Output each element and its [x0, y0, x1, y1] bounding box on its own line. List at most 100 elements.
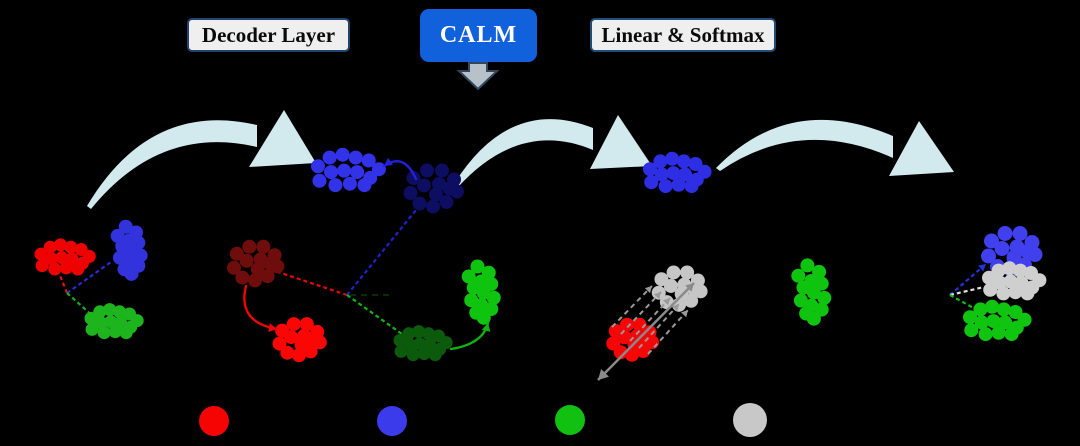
cluster-p1-green-dot [113, 305, 127, 319]
cluster-p2-bright-blue-dot [311, 159, 325, 174]
arrow-p2-green-move [449, 321, 491, 351]
cluster-p3-blue-dot [654, 167, 669, 182]
arrow-p2-red-move-curve [243, 284, 279, 331]
cluster-p4-gray-dot [982, 270, 996, 285]
cluster-p2-navy-dot [403, 186, 418, 200]
cluster-p2-maroon [227, 239, 285, 288]
cluster-p2-bright-green-dot [486, 290, 501, 305]
cluster-p2-dark-green-dot [406, 348, 420, 362]
cluster-p2-navy-dot [432, 177, 446, 191]
cluster-p2-bright-red-dot [286, 317, 301, 332]
cluster-p4-green-dot [986, 314, 1001, 329]
cluster-p3-green-dot [817, 290, 832, 305]
cluster-p3-green-dot [814, 276, 829, 291]
cluster-p3-gray-dot [651, 285, 666, 300]
cluster-p2-bright-blue-dot [335, 147, 350, 162]
cluster-p2-bright-red-dot [294, 337, 309, 352]
cluster-p4-blue-dot [994, 241, 1010, 256]
cluster-p3-green-dot [793, 293, 808, 308]
dashed-line-p4-to-gray [949, 285, 985, 297]
cluster-p3-blue-dot [653, 154, 668, 169]
cluster-p2-maroon-dot [256, 239, 271, 254]
cluster-p1-red-dot [55, 251, 69, 265]
cluster-p4-gray-dot [1003, 274, 1018, 289]
dashed-line-p4-to-blue-seg [949, 263, 987, 296]
cluster-p2-maroon-dot [248, 273, 262, 288]
cluster-p1-blue-dot [118, 219, 133, 234]
cluster-p2-navy-dot [417, 178, 431, 193]
cluster-p1-blue [110, 219, 148, 281]
arrow-p2-red-move [243, 284, 279, 332]
cluster-p2-bright-red [272, 317, 327, 363]
cluster-p3-blue-dot [676, 154, 691, 169]
cluster-p2-navy-dot [442, 181, 457, 196]
dashed-line-p2-to-navy [346, 198, 426, 296]
gray-direction-arrowhead-down-icon [598, 369, 609, 380]
cluster-p2-bright-blue-dot [348, 150, 363, 165]
cluster-p3-green [791, 258, 832, 326]
cluster-p4-gray-dot [1020, 286, 1035, 301]
cluster-p3-blue-dot [643, 162, 657, 177]
cluster-p2-bright-green-dot [461, 269, 476, 284]
flow-arrow-1 [87, 110, 316, 209]
cluster-p1-green-dot [108, 325, 122, 339]
cluster-p4-green-dot [998, 315, 1013, 330]
cluster-p3-blue-dot [665, 151, 680, 166]
legend-row [199, 403, 767, 437]
cluster-p1-green-dot [104, 315, 118, 329]
flow-arrow-1-head [249, 110, 316, 167]
cluster-p2-bright-red-dot [284, 330, 299, 345]
cluster-p3-blue-dot [684, 179, 699, 194]
flow-arrow-2 [454, 115, 652, 187]
cluster-p1-green-dot [93, 305, 107, 319]
cluster-p4-blue-dot [981, 248, 996, 264]
cluster-p1-red-dot [54, 238, 68, 252]
cluster-p2-bright-green [461, 259, 501, 325]
cluster-p4-blue-dot [984, 233, 999, 249]
decoder-layer-label: Decoder Layer [187, 18, 350, 52]
gray-direction-arrow-line [597, 282, 695, 381]
cluster-p2-bright-blue-dot [337, 163, 352, 178]
cluster-p2-bright-red-dot [306, 332, 321, 347]
cluster-p1-red-dot [35, 259, 49, 273]
cluster-p2-bright-blue-dot [371, 162, 386, 177]
cluster-p4-blue-dot [1020, 244, 1035, 259]
cluster-p2-dark-green-dot [417, 347, 431, 361]
cluster-p1-red-dot [44, 252, 58, 266]
cluster-p3-gray-dot [680, 265, 695, 280]
arrow-p2-blue-move [382, 157, 418, 181]
cluster-p3-blue-dot [671, 177, 686, 192]
flow-arrow-2-head [590, 115, 652, 169]
legend-dot-green [555, 405, 585, 435]
gray-dashed-arrow-2-head-icon [653, 292, 661, 300]
cluster-p1-red-dot [71, 262, 85, 276]
gray-dashed-arrow-2 [620, 291, 662, 335]
cluster-p2-maroon-dot [250, 262, 265, 277]
linear-softmax-label: Linear & Softmax [590, 18, 776, 52]
dashed-line-p1-to-blue [66, 261, 112, 294]
cluster-p2-maroon-dot [229, 246, 244, 261]
cluster-p4-gray-dot [1002, 261, 1017, 276]
cluster-p2-bright-red-dot [272, 336, 287, 351]
cluster-p2-maroon-dot [260, 269, 275, 284]
cluster-p2-bright-blue-dot [322, 150, 337, 165]
dashed-line-p2-to-maroon-seg [274, 269, 348, 297]
cluster-p4-green-dot [985, 299, 1000, 314]
arrow-p2-blue-move-arrowhead-icon [384, 157, 394, 166]
cluster-p2-navy [403, 163, 464, 214]
cluster-p4-gray-dot [1008, 285, 1023, 300]
cluster-p2-navy-dot [412, 196, 427, 211]
cluster-p2-maroon-dot [242, 239, 257, 254]
cluster-p2-navy-dot [426, 199, 440, 214]
dashed-line-p4-to-blue [949, 263, 987, 296]
cluster-p3-red-dot [606, 336, 621, 351]
arrow-p2-green-move-curve [449, 321, 490, 351]
cluster-p1-red [34, 238, 96, 276]
arrow-p2-green-move-arrowhead-icon [481, 323, 491, 332]
gray-dashed-arrow-1-head-icon [644, 286, 652, 294]
cluster-p3-blue-dot [678, 167, 693, 182]
cluster-p1-green [84, 303, 144, 340]
cluster-p2-bright-blue-dot [324, 165, 339, 180]
dashed-line-p1-to-red [57, 272, 69, 294]
